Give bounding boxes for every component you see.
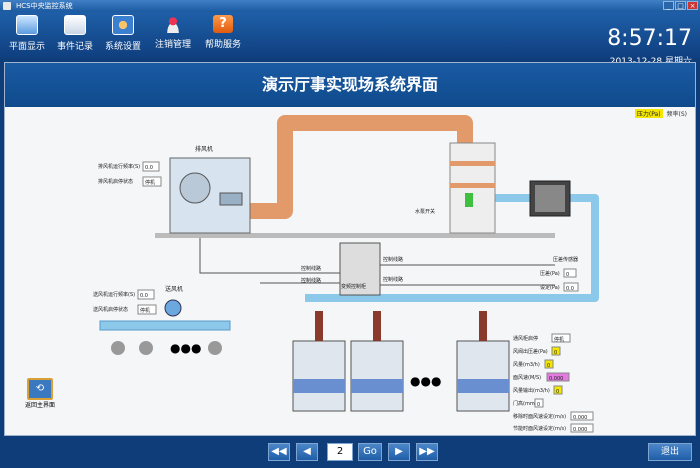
clock-time: 8:57:17	[607, 26, 692, 51]
minimize-button[interactable]: _	[663, 1, 674, 10]
hood-row-label: 移除时面风速设定(m/s)	[513, 413, 566, 420]
fume-hood	[350, 340, 404, 412]
user-icon	[163, 15, 183, 33]
tower-indicator	[465, 193, 473, 207]
supply-fan-freq-value: 0.0	[140, 293, 148, 299]
pump-label: 水泵开关	[415, 208, 435, 215]
hood-row-value: 0.000	[573, 427, 587, 433]
record-icon	[64, 15, 86, 35]
supply-fan-freq-label: 送风机运行频率(S)	[93, 291, 135, 298]
motor-icon	[219, 192, 243, 206]
home-button[interactable]: ⟲ 返回主界面	[20, 378, 60, 418]
hood-row-value: 0	[554, 350, 557, 356]
hood-row-label: 节能时面风速设定(m/s)	[513, 425, 566, 432]
fume-hood	[292, 340, 346, 412]
hood-row-label: 通风柜启停	[513, 335, 538, 342]
hood-row-value: 0.000	[549, 376, 563, 382]
hood-row-value: 0	[537, 402, 540, 408]
home-icon: ⟲	[27, 378, 53, 400]
diffuser-icon	[139, 341, 153, 355]
gear-icon	[112, 15, 134, 35]
maximize-button[interactable]: □	[675, 1, 686, 10]
toolbar-help-button[interactable]: ? 帮助服务	[200, 15, 246, 55]
exhaust-duct	[248, 115, 473, 219]
toolbar-button-label: 注销管理	[154, 40, 191, 50]
exhaust-fan-freq-label: 排风机运行频率(S)	[98, 163, 140, 170]
app-icon	[3, 2, 11, 10]
exhaust-fan-title: 排风机	[195, 145, 213, 153]
go-button[interactable]: Go	[358, 443, 382, 461]
control-cabinet-label: 变频控制柜	[341, 283, 366, 290]
toolbar-button-label: 事件记录	[56, 42, 93, 52]
legend-frequency: 频率(S)	[666, 111, 688, 118]
hood-row-value: 停机	[554, 336, 564, 343]
pressure-value: 0	[566, 272, 569, 278]
legend: 压力(Pa) 频率(S)	[634, 109, 689, 118]
window-title: HCS中央监控系统	[16, 2, 73, 10]
hood-row-value: 0.000	[573, 415, 587, 421]
bottom-bar: ◀◀ ◀ 2 Go ▶ ▶▶ 退出	[0, 436, 700, 468]
supply-fan-status-value: 停机	[140, 307, 150, 314]
control-line-label: 控制线路	[301, 277, 321, 284]
main-toolbar: 平面显示 事件记录 系统设置 注销管理 ? 帮助服务 8:57:17 2013-…	[0, 12, 700, 67]
main-panel: 演示厅事实现场系统界面 压力(Pa) 频率(S) 排风机 排风机运行频率(S) …	[4, 62, 696, 436]
toolbar-logout-button[interactable]: 注销管理	[150, 15, 196, 55]
toolbar-button-label: 系统设置	[104, 42, 141, 52]
hood-row-label: 风阀出压差(Pa)	[513, 348, 548, 355]
hood-row-label: 门高(mm)	[513, 400, 537, 407]
exhaust-fan-icon	[179, 172, 211, 204]
supply-fan-status-label: 送风机启停状态	[93, 306, 128, 313]
exit-button[interactable]: 退出	[648, 443, 692, 461]
next-page-button[interactable]: ▶	[388, 443, 410, 461]
window-titlebar: HCS中央监控系统 _ □ ×	[0, 0, 700, 12]
supply-fan-icon	[164, 299, 182, 317]
page-title: 演示厅事实现场系统界面	[261, 75, 438, 94]
setpoint-value: 0.0	[566, 286, 574, 292]
exhaust-fan-status-value: 停机	[145, 179, 155, 186]
page-number-input[interactable]: 2	[327, 443, 353, 461]
setpoint-label: 设定(Pa)	[540, 284, 560, 291]
home-button-label: 返回主界面	[24, 402, 55, 409]
control-line-label: 控制线路	[383, 256, 403, 263]
diffuser-icon	[208, 341, 222, 355]
ellipsis-icon: ●●●	[170, 341, 201, 355]
hood-row-label: 面风速(M/S)	[513, 375, 541, 381]
supply-fan-title: 送风机	[165, 285, 183, 293]
toolbar-plan-view-button[interactable]: 平面显示	[4, 15, 50, 55]
control-line-label: 控制线路	[383, 276, 403, 283]
last-page-button[interactable]: ▶▶	[416, 443, 438, 461]
close-button[interactable]: ×	[687, 1, 698, 10]
page-header: 演示厅事实现场系统界面	[5, 63, 695, 107]
main-duct	[155, 233, 555, 238]
monitor-icon	[16, 15, 38, 35]
system-diagram: 排风机 排风机运行频率(S) 0.0 排风机启停状态 停机 水泵开关 变频控制柜…	[93, 115, 599, 433]
exhaust-fan-freq-value: 0.0	[145, 165, 153, 171]
help-icon: ?	[213, 15, 233, 33]
toolbar-button-label: 帮助服务	[204, 40, 241, 50]
hood-row-value: 0	[556, 389, 559, 395]
prev-page-button[interactable]: ◀	[296, 443, 318, 461]
fume-hood	[456, 340, 510, 412]
toolbar-button-label: 平面显示	[8, 42, 45, 52]
hood-row-label: 风量(m3/h)	[513, 361, 540, 368]
first-page-button[interactable]: ◀◀	[268, 443, 290, 461]
hood-row-value: 0	[547, 363, 550, 369]
diffuser-icon	[111, 341, 125, 355]
control-line-label: 控制线路	[301, 265, 321, 272]
pressure-sensor-title: 压差传感器	[553, 256, 578, 263]
toolbar-settings-button[interactable]: 系统设置	[100, 15, 146, 55]
supply-header-duct	[99, 320, 231, 331]
toolbar-event-log-button[interactable]: 事件记录	[52, 15, 98, 55]
hood-row-label: 风量输出(m3/h)	[513, 387, 550, 394]
pressure-label: 压差(Pa)	[540, 270, 560, 277]
legend-pressure: 压力(Pa)	[634, 109, 663, 118]
control-cabinet	[339, 242, 381, 296]
exhaust-fan-status-label: 排风机启停状态	[98, 178, 133, 185]
ellipsis-icon: ●●●	[410, 374, 441, 388]
